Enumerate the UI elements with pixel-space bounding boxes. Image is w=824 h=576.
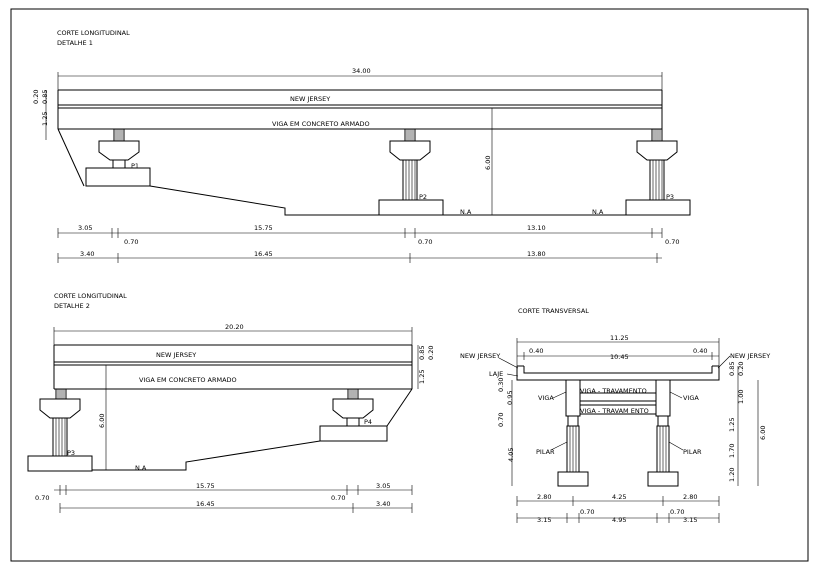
- cross-right-dim-020: 0.20: [737, 362, 745, 376]
- cross-left-dim-030: 0.30: [497, 378, 505, 392]
- cross-deck-width: 10.45: [610, 353, 629, 361]
- cross-right-dim-125: 1.25: [728, 418, 736, 432]
- cross-new-jersey-right: NEW JERSEY: [730, 352, 770, 360]
- d2-dim-070a: 0.70: [35, 494, 49, 502]
- pier-p2: P2: [378, 128, 444, 216]
- sheet-border: [10, 8, 809, 562]
- cross-bracing-top: [579, 392, 657, 402]
- d2-dim-1575: 15.75: [196, 482, 215, 490]
- pier-p4-label: P4: [364, 418, 372, 426]
- detail-1: CORTE LONGITUDINAL DETALHE 1 34.00 NEW J…: [32, 29, 691, 263]
- d1-dim-340: 3.40: [80, 250, 94, 258]
- pier-p4: P4: [319, 388, 388, 442]
- cross-pillar-right: [647, 425, 679, 487]
- d1-dim-070c: 0.70: [665, 238, 679, 246]
- cross-right-dim-170: 1.70: [728, 444, 736, 458]
- detail1-h-600: 6.00: [484, 156, 492, 170]
- cross-beam-left: [565, 379, 581, 417]
- d1-dim-070b: 0.70: [418, 238, 432, 246]
- detail2-subtitle: DETALHE 2: [54, 302, 90, 310]
- cross-new-jersey-left: NEW JERSEY: [460, 352, 500, 360]
- cross-left-dim-095: 0.95: [506, 391, 514, 405]
- detail1-h-085: 0.85: [41, 90, 49, 104]
- detail2-h-085: 0.85: [418, 346, 426, 360]
- cross-bracing-bottom: [579, 404, 657, 415]
- d1-dim-1645: 16.45: [254, 250, 273, 258]
- cross-bot-425: 4.25: [612, 493, 626, 501]
- cross-right-dim-600: 6.00: [759, 426, 767, 440]
- cross-viga-right: VIGA: [683, 394, 699, 402]
- d1-dim-1310: 13.10: [527, 224, 546, 232]
- detail1-na-1: N.A: [460, 208, 472, 216]
- d1-dim-1380: 13.80: [527, 250, 546, 258]
- cross-bot-070b: 0.70: [670, 508, 684, 516]
- cross-viga-trav-1: VIGA - TRAVAMENTO: [580, 387, 647, 395]
- cross-left-dim-405: 4.05: [507, 448, 515, 462]
- d2-dim-070b: 0.70: [331, 494, 345, 502]
- d1-dim-070a: 0.70: [124, 238, 138, 246]
- detail2-na: N.A: [135, 464, 147, 472]
- cross-right-dim-120: 1.20: [728, 468, 736, 482]
- cross-total-width: 11.25: [610, 334, 629, 342]
- pier-p3-label: P3: [666, 193, 674, 201]
- detail1-h-125: 1.25: [41, 112, 49, 126]
- d2-dim-305: 3.05: [376, 482, 390, 490]
- cross-pilar-right: PILAR: [683, 448, 702, 456]
- detail1-title: CORTE LONGITUDINAL: [57, 29, 130, 37]
- pier-p1-label: P1: [131, 162, 139, 170]
- detail2-total-length: 20.20: [225, 323, 244, 331]
- detail1-h-020: 0.20: [32, 90, 40, 104]
- detail1-total-length: 34.00: [352, 67, 371, 75]
- detail1-beam-label: VIGA EM CONCRETO ARMADO: [272, 120, 370, 128]
- detail1-subtitle: DETALHE 1: [57, 39, 93, 47]
- cross-laje-label: LAJE: [489, 370, 503, 378]
- pier-p3-detail2-label: P3: [67, 449, 75, 457]
- cross-nj-right-width: 0.40: [693, 347, 707, 355]
- detail2-beam-label: VIGA EM CONCRETO ARMADO: [139, 376, 237, 384]
- cross-section: CORTE TRANSVERSAL 11.25 0.40 0.40 10.45 …: [460, 307, 770, 524]
- cross-left-dim-070: 0.70: [497, 413, 505, 427]
- d1-dim-305: 3.05: [78, 224, 92, 232]
- cross-bot-280a: 2.80: [537, 493, 551, 501]
- pier-p1: P1: [85, 128, 151, 187]
- detail1-new-jersey-label: NEW JERSEY: [290, 95, 330, 103]
- detail1-na-2: N.A: [592, 208, 604, 216]
- cross-section-title: CORTE TRANSVERSAL: [518, 307, 589, 315]
- cross-pilar-left: PILAR: [536, 448, 555, 456]
- detail2-h-020: 0.20: [427, 346, 435, 360]
- cross-right-dim-085: 0.85: [728, 362, 736, 376]
- cross-bot-280b: 2.80: [683, 493, 697, 501]
- detail2-h-600: 6.00: [98, 414, 106, 428]
- d2-dim-340: 3.40: [376, 500, 390, 508]
- cross-bot-315b: 3.15: [683, 516, 697, 524]
- d1-dim-1575: 15.75: [254, 224, 273, 232]
- cross-bot-070a: 0.70: [580, 508, 594, 516]
- cross-pillar-left: [557, 425, 589, 487]
- pier-p3: P3: [625, 128, 691, 216]
- cross-viga-trav-2: VIGA - TRAVAM ENTO: [580, 407, 649, 415]
- cross-bot-315a: 3.15: [537, 516, 551, 524]
- cross-right-dim-100: 1.00: [737, 390, 745, 404]
- cross-beam-right: [655, 379, 671, 417]
- pier-p3-detail2: P3: [27, 388, 93, 472]
- d2-dim-1645: 16.45: [196, 500, 215, 508]
- cross-bot-495: 4.95: [612, 516, 626, 524]
- cross-viga-left: VIGA: [538, 394, 554, 402]
- detail2-h-125: 1.25: [418, 370, 426, 384]
- detail-2: CORTE LONGITUDINAL DETALHE 2 20.20 NEW J…: [27, 292, 435, 513]
- cross-nj-left-width: 0.40: [529, 347, 543, 355]
- detail2-title: CORTE LONGITUDINAL: [54, 292, 127, 300]
- detail2-new-jersey-label: NEW JERSEY: [156, 351, 196, 359]
- pier-p2-label: P2: [419, 193, 427, 201]
